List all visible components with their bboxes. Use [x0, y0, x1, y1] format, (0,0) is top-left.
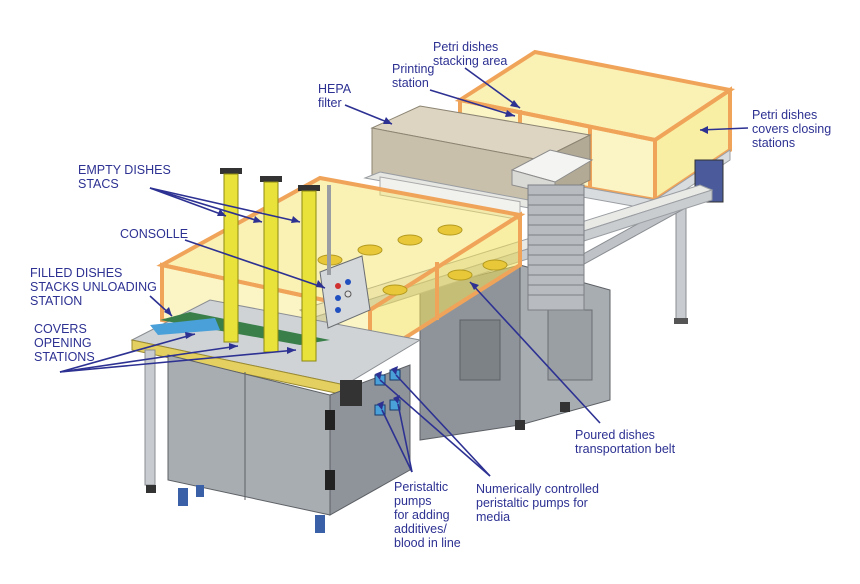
- consolle-panel: [319, 185, 371, 329]
- label-printing-station: Printing station: [392, 62, 435, 90]
- empty-dish-stack-tubes: [220, 168, 320, 362]
- leader-opening-3: [59, 349, 297, 373]
- leader-empty-2: [149, 187, 263, 223]
- label-peristaltic-additives: Peristaltic pumps for adding additives/ …: [394, 480, 461, 550]
- label-hepa-filter: HEPA filter: [318, 82, 352, 110]
- label-consolle: CONSOLLE: [120, 227, 189, 241]
- leader-empty-3: [149, 187, 301, 223]
- leader-nc-2: [395, 374, 491, 477]
- leader-opening-1: [59, 333, 196, 373]
- leader-peristaltic-1: [381, 409, 413, 473]
- leader-petri-stacking: [464, 67, 521, 109]
- leader-consolle: [184, 239, 326, 289]
- label-nc-pumps: Numerically controlled peristaltic pumps…: [476, 482, 599, 524]
- printing-station: [510, 149, 594, 311]
- label-poured-belt: Poured dishes transportation belt: [575, 428, 676, 456]
- hepa-filter-box: [363, 105, 592, 221]
- leader-printing: [429, 89, 516, 117]
- leader-hepa: [344, 104, 393, 125]
- label-covers-opening: COVERS OPENING STATIONS: [34, 322, 95, 364]
- leader-peristaltic-2: [397, 403, 413, 473]
- front-cabinet: [144, 349, 411, 533]
- label-filled-unloading: FILLED DISHES STACKS UNLOADING STATION: [30, 266, 157, 308]
- leader-opening-2: [59, 345, 239, 373]
- label-empty-stacks: EMPTY DISHES STACS: [78, 163, 171, 191]
- leader-lines: [59, 67, 749, 477]
- label-covers-closing: Petri dishes covers closing stations: [752, 108, 832, 150]
- label-petri-stacking: Petri dishes stacking area: [433, 40, 508, 68]
- leader-arrowheads: [164, 100, 708, 410]
- leader-belt: [469, 281, 601, 424]
